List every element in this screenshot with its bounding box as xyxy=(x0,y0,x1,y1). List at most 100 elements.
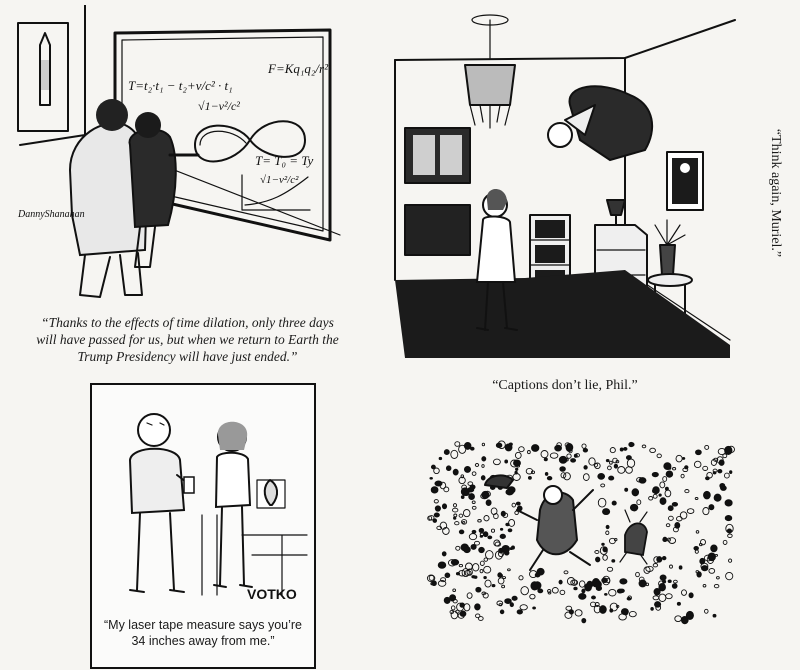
pattern-dot xyxy=(549,452,559,459)
pattern-dot xyxy=(508,442,513,447)
pattern-dot xyxy=(668,537,677,544)
pattern-dot xyxy=(638,477,647,484)
pattern-dot xyxy=(441,551,447,557)
pattern-dot xyxy=(468,533,478,541)
pattern-dot xyxy=(547,589,552,593)
pattern-dot xyxy=(566,453,572,459)
pattern-dot xyxy=(573,586,578,591)
pattern-dot xyxy=(501,544,510,553)
pattern-dot xyxy=(499,527,504,531)
pattern-dot xyxy=(492,458,501,466)
pattern-dot xyxy=(466,592,473,599)
pattern-dot xyxy=(619,578,628,585)
pattern-dot xyxy=(635,571,640,578)
pattern-dot xyxy=(427,515,433,521)
pattern-dot xyxy=(714,554,719,557)
pattern-dot xyxy=(540,450,549,459)
pattern-dot xyxy=(432,518,438,523)
pattern-dot xyxy=(479,560,485,566)
pattern-dot xyxy=(515,501,521,506)
pattern-dot xyxy=(722,539,728,545)
pattern-dot xyxy=(450,449,459,459)
pattern-dot xyxy=(439,481,447,490)
pattern-dot xyxy=(681,589,687,596)
pattern-dot xyxy=(685,610,694,620)
pattern-dot xyxy=(471,505,477,510)
pattern-dot xyxy=(693,460,702,469)
pattern-dot xyxy=(594,580,602,589)
pattern-dot xyxy=(600,483,606,488)
pattern-dot xyxy=(485,499,492,507)
pattern-dot xyxy=(651,471,659,478)
pattern-dot xyxy=(665,593,673,600)
pattern-dot xyxy=(729,470,733,474)
pattern-dot xyxy=(437,580,447,587)
pattern-dot xyxy=(726,528,733,534)
pattern-dot xyxy=(712,471,717,475)
pattern-dot xyxy=(652,489,656,493)
pattern-dot xyxy=(507,568,511,572)
pattern-dot xyxy=(636,499,642,506)
pattern-dot xyxy=(483,576,487,580)
pattern-dot xyxy=(449,594,457,602)
pattern-dot xyxy=(717,447,726,456)
pattern-dot xyxy=(509,602,514,608)
pattern-dot xyxy=(537,588,544,594)
pattern-dot xyxy=(727,533,733,539)
pattern-dot xyxy=(708,504,715,511)
pattern-dot xyxy=(718,459,725,466)
pattern-dot xyxy=(559,466,566,472)
pattern-dot xyxy=(605,459,610,463)
pattern-dot xyxy=(554,444,562,452)
board-equation-3: T= T₀ = Ty xyxy=(255,153,314,168)
pattern-dot xyxy=(724,445,733,455)
pattern-dot xyxy=(477,616,484,621)
pattern-dot xyxy=(650,607,654,611)
pattern-dot xyxy=(516,609,523,615)
pattern-dot xyxy=(443,449,450,456)
pattern-dot xyxy=(487,535,493,540)
pattern-dot xyxy=(600,475,604,479)
pattern-dot xyxy=(471,500,476,504)
pattern-dot xyxy=(462,520,466,524)
pattern-dot xyxy=(617,466,626,474)
pattern-dot xyxy=(584,583,592,592)
pattern-dot xyxy=(499,533,506,540)
pattern-dot xyxy=(518,446,525,453)
pattern-dot xyxy=(680,473,685,479)
pattern-dot xyxy=(565,605,573,611)
pattern-dot xyxy=(676,601,681,606)
pattern-dot xyxy=(659,574,667,581)
pattern-dot xyxy=(722,453,728,459)
pattern-dot xyxy=(662,476,668,482)
pattern-dot xyxy=(530,470,536,475)
pattern-dot xyxy=(482,592,489,599)
pattern-dot xyxy=(608,537,616,545)
pattern-dot xyxy=(710,459,717,466)
pattern-dot xyxy=(605,524,610,530)
pattern-dot xyxy=(662,537,668,543)
pattern-dot xyxy=(514,470,518,475)
pattern-dot xyxy=(728,558,733,563)
pattern-dot xyxy=(604,593,608,596)
pattern-dot xyxy=(619,447,624,452)
pattern-dot xyxy=(652,563,659,568)
pattern-dot xyxy=(463,546,471,554)
pattern-dot xyxy=(669,564,673,569)
pattern-dot xyxy=(664,486,669,491)
pattern-dot xyxy=(472,563,480,572)
board-equation-2: F=Kq₁q₂/r² xyxy=(267,61,329,76)
pattern-dot xyxy=(428,574,435,581)
pattern-dot xyxy=(665,523,671,528)
cartoon-tumbling-dots xyxy=(425,440,737,625)
pattern-dot xyxy=(484,490,491,498)
pattern-dot xyxy=(527,450,531,455)
pattern-dot xyxy=(547,591,552,595)
pattern-dot xyxy=(656,556,663,563)
pattern-dot xyxy=(654,601,662,608)
svg-text:√1−v²/c²: √1−v²/c² xyxy=(260,174,299,186)
pattern-dot xyxy=(631,504,638,512)
pattern-dot xyxy=(702,583,707,588)
pattern-dot xyxy=(458,476,466,485)
pattern-dot xyxy=(511,502,517,508)
